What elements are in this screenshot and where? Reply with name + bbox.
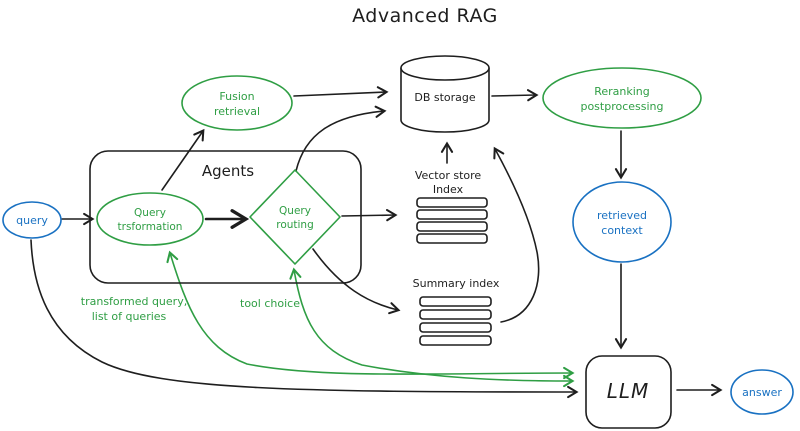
vector-index-bar: [416, 197, 488, 208]
reranking-label-line2: postprocessing: [580, 100, 663, 113]
arrow-query-to-llm: [30, 239, 579, 399]
fusion-retrieval-label-line1: Fusion: [219, 90, 254, 103]
answer-label: answer: [742, 386, 782, 399]
arrow-routing-to-db: [295, 105, 387, 172]
arrow-transformation-to-fusion: [161, 128, 205, 191]
summary-index-bar: [419, 309, 492, 320]
query-routing-label-line1: Query: [279, 205, 311, 217]
db-storage-label: DB storage: [414, 91, 476, 104]
summary-index-label: Summary index: [413, 277, 500, 290]
arrow-llm-routing-roundtrip: [289, 267, 575, 388]
vector-store-index-label-line1: Vector store: [415, 169, 482, 182]
node-answer: answer: [730, 369, 794, 415]
arrow-db-to-reranking: [491, 89, 539, 102]
annotation-transformed-query-line1: transformed query,: [81, 295, 187, 308]
node-vector-store-index: Vector store Index: [415, 169, 488, 244]
summary-index-bar: [419, 296, 492, 307]
query-label: query: [16, 214, 48, 227]
node-reranking-postprocessing: Reranking postprocessing: [542, 67, 702, 129]
agents-box: [89, 150, 362, 284]
query-transformation-label-line2: trsformation: [118, 221, 183, 233]
query-transformation-label-line1: Query: [134, 207, 166, 219]
diagram-title: Advanced RAG: [352, 5, 498, 27]
node-query-routing: Query routing: [249, 169, 341, 265]
vector-index-bar: [416, 221, 488, 232]
node-summary-index: Summary index: [413, 277, 500, 346]
arrow-fusion-to-db: [293, 86, 389, 99]
annotation-tool-choice: tool choice: [240, 297, 300, 310]
arrow-routing-to-vector-index: [341, 209, 398, 222]
node-db-storage: DB storage: [400, 55, 490, 133]
retrieved-context-label-line1: retrieved: [597, 209, 647, 222]
arrow-summary-index-to-db: [493, 146, 540, 323]
agents-label: Agents: [202, 162, 254, 180]
vector-index-bar: [416, 233, 488, 244]
annotation-transformed-query-line2: list of queries: [92, 310, 167, 323]
node-retrieved-context: retrieved context: [572, 181, 672, 263]
reranking-label-line1: Reranking: [594, 85, 650, 98]
vector-store-index-label-line2: Index: [433, 183, 464, 196]
query-routing-label-line2: routing: [276, 219, 314, 231]
fusion-retrieval-label-line2: retrieval: [214, 105, 260, 118]
summary-index-bar: [419, 335, 492, 346]
node-fusion-retrieval: Fusion retrieval: [181, 75, 293, 131]
node-query-transformation: Query trsformation: [96, 192, 204, 246]
vector-index-bar: [416, 209, 488, 220]
summary-index-bar: [419, 322, 492, 333]
retrieved-context-label-line2: context: [601, 224, 643, 237]
node-llm: LLM: [585, 355, 672, 429]
llm-label: LLM: [607, 379, 650, 403]
node-query: query: [2, 201, 62, 239]
